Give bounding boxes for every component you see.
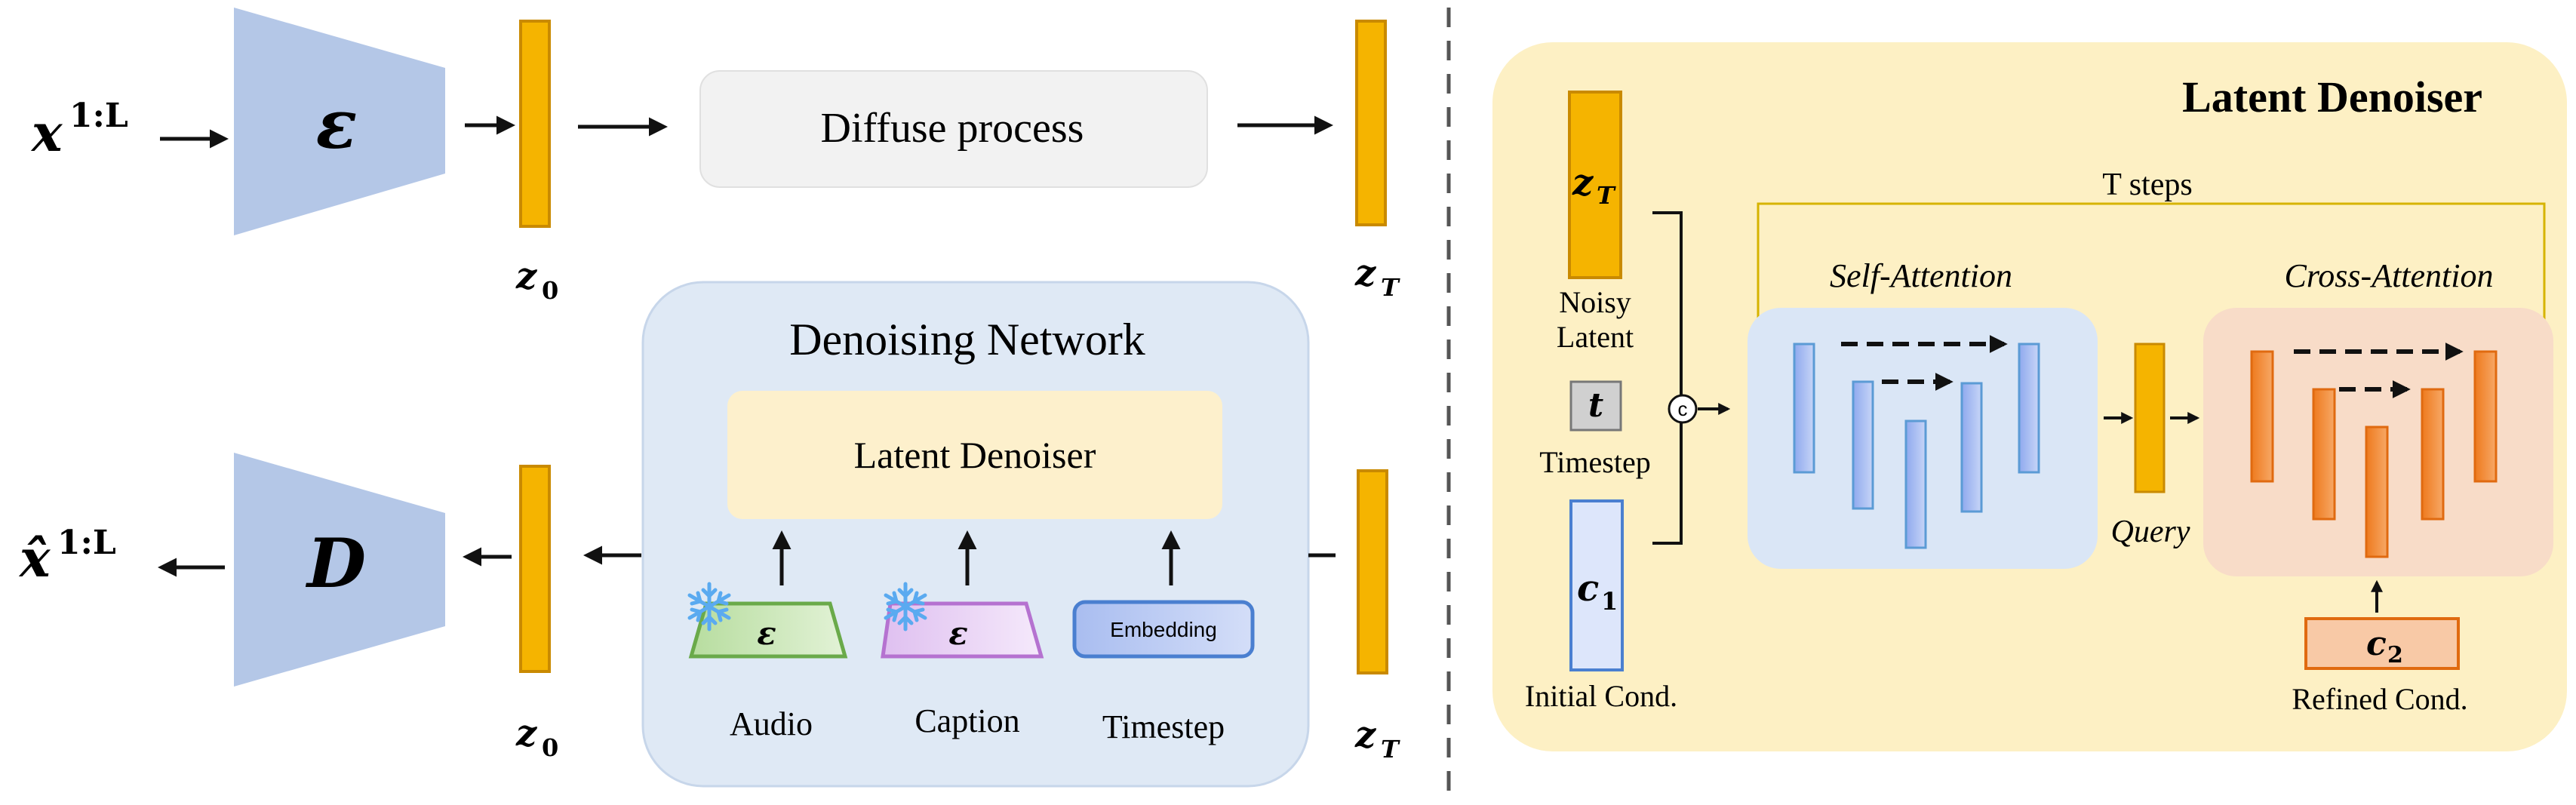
input-sequence-label: x 1:L [30,97,128,164]
output-superscript: 1:L [57,524,116,562]
self-attn-bar-1 [1793,343,1815,474]
timestep-panel-label: Timestep [1539,445,1650,479]
svg-text:0: 0 [542,276,558,305]
refined-cond-label: Refined Cond. [2292,682,2467,716]
caption-encoder-symbol: ε [948,615,968,652]
svg-text:T: T [1381,273,1400,302]
concat-operator [1668,394,1698,424]
c1-label: c 1 [1577,567,1618,616]
decoder-symbol: D [305,524,366,604]
svg-text:T: T [1597,181,1616,210]
zt-bottom-label: z T [1354,714,1400,764]
cross-attn-bar-5 [2473,350,2498,483]
latent-denoiser-panel-title: Latent Denoiser [2182,72,2482,121]
encoder-block [234,8,445,235]
svg-text:1: 1 [1601,587,1618,616]
c2-label: c 2 [2366,625,2403,668]
zt-top-label: z T [1354,252,1400,302]
zt-panel-label: z T [1572,161,1616,210]
svg-text:c: c [1577,567,1599,610]
self-attn-bar-4 [1960,382,1983,513]
timestep-label: Timestep [1102,708,1225,745]
t-steps-label: T steps [2102,167,2192,202]
svg-text:z: z [1572,161,1594,204]
diffuse-process-box [699,70,1208,188]
input-x: x [30,103,63,164]
latent-bar-z0-top [519,20,551,228]
latent-denoiser-box [727,391,1222,519]
cross-attn-bar-1 [2250,350,2274,483]
svg-text:2: 2 [2387,642,2403,668]
denoising-network-title: Denoising Network [789,315,1145,364]
audio-encoder-symbol: ε [757,615,776,652]
refined-cond-bar [2304,617,2460,670]
timestep-t-symbol: t [1588,386,1603,425]
caption-label: Caption [915,702,1019,739]
self-attn-bar-3 [1904,419,1927,549]
encoder-symbol: ε [316,84,358,164]
self-attention-bars [1793,343,2040,549]
timestep-t-box [1569,380,1622,432]
latent-label: Latent [1557,320,1634,354]
svg-text:z: z [515,712,538,754]
query-bar [2134,343,2166,493]
output-x-hat: x̂ [18,529,51,589]
cross-attn-bar-3 [2365,426,2389,558]
z0-bottom-label: z 0 [515,712,558,762]
query-label: Query [2111,515,2190,549]
timestep-embedding-box [1072,600,1255,659]
diffuse-process-label: Diffuse process [821,105,1084,152]
cross-attention-label: Cross-Attention [2284,257,2493,294]
input-superscript: 1:L [69,97,128,135]
z0-top-label: z 0 [515,255,558,305]
svg-text:z: z [1354,252,1377,294]
initial-cond-bar [1569,499,1624,671]
svg-text:0: 0 [542,733,558,762]
cross-attention-bars [2250,350,2498,558]
svg-text:z: z [515,255,538,297]
latent-bar-zt-top [1355,20,1387,226]
latent-bar-zt-bottom [1357,469,1388,674]
svg-text:c: c [2366,625,2387,663]
self-attention-label: Self-Attention [1830,257,2012,294]
output-sequence-label: x̂ 1:L [18,524,116,589]
embedding-label: Embedding [1110,618,1217,641]
concat-symbol: c [1678,398,1688,420]
self-attn-bar-5 [2018,343,2040,474]
latent-denoiser-label: Latent Denoiser [854,434,1096,476]
noisy-latent-bar [1568,91,1622,279]
self-attn-bar-2 [1852,380,1874,510]
latent-bar-z0-bottom [519,465,551,673]
initial-cond-label: Initial Cond. [1525,679,1677,713]
cross-attn-bar-4 [2421,388,2445,521]
noisy-label: Noisy [1559,285,1631,319]
svg-text:T: T [1381,735,1400,764]
decoder-block [234,453,445,687]
svg-text:z: z [1354,714,1377,756]
cross-attn-bar-2 [2312,388,2336,521]
audio-label: Audio [730,705,813,742]
